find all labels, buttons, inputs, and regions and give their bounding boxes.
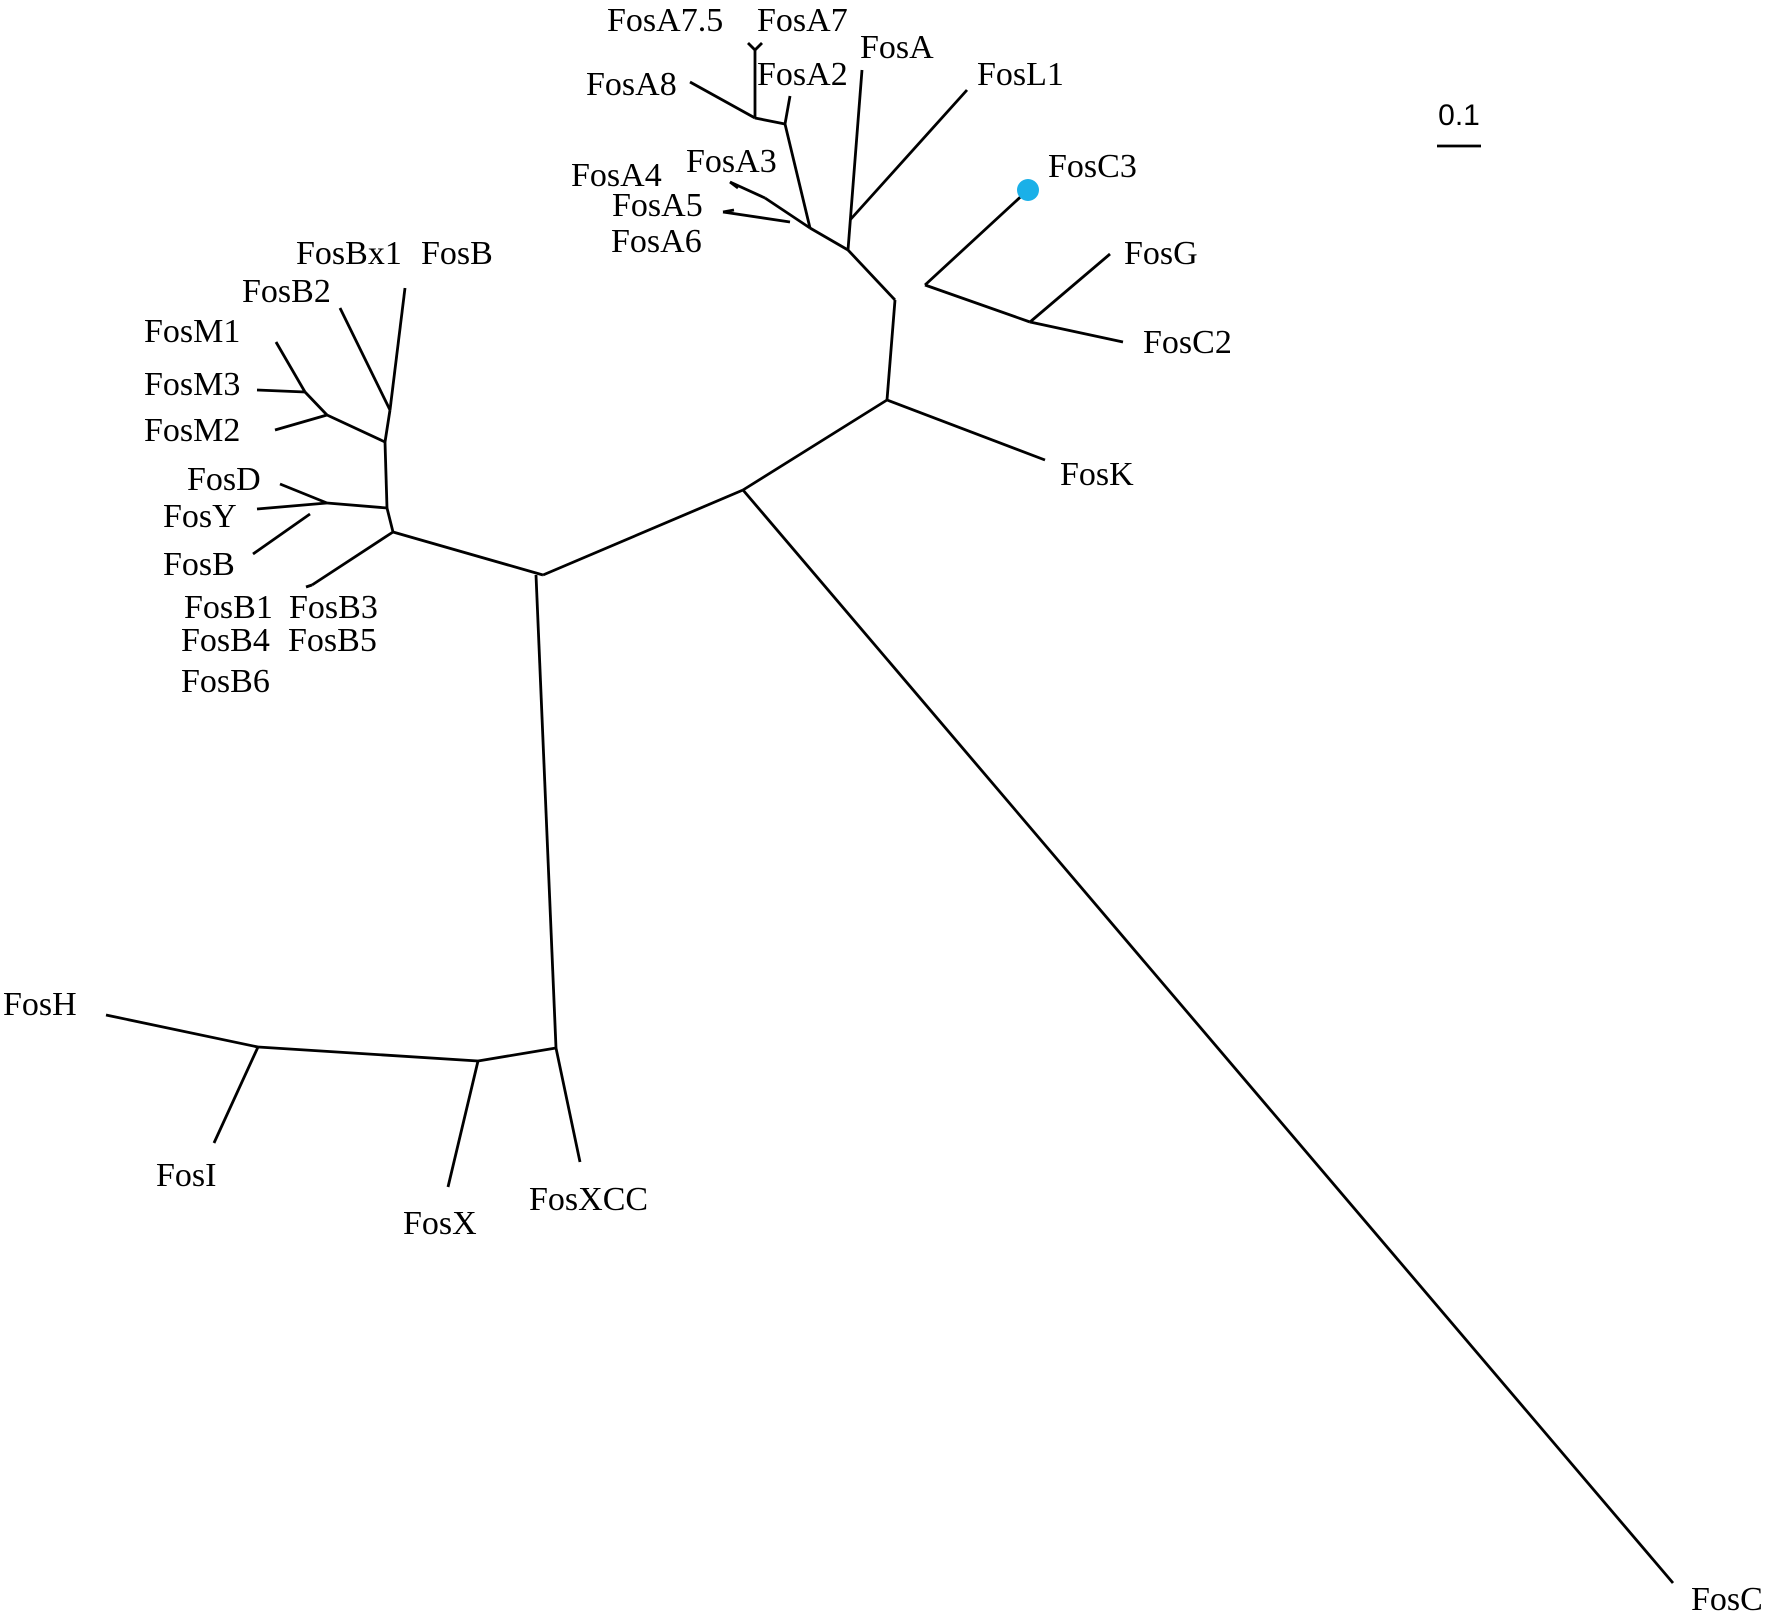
branch-fosm3 [256,388,306,394]
branch-backbone-2 [742,398,888,492]
branch-fosa7-tip-a [747,42,756,51]
leaf-label-fosb: FosB [163,546,235,583]
branch-fosb1-6 [311,530,394,587]
leaf-label-fosxcc: FosXCC [529,1181,648,1218]
leaf-label-fosy: FosY [163,498,237,535]
branch-fosc2 [1029,320,1124,344]
leaf-label-fosc: FosC [1691,1581,1763,1617]
leaf-label-fosb-top: FosB [421,235,493,272]
branch-fosa4 [729,180,739,190]
branch-fosxcc [554,1047,582,1163]
leaf-label-fosa4: FosA4 [571,157,662,194]
leaf-label-fosd: FosD [187,461,261,498]
leaf-label-fosa5: FosA5 [612,187,703,224]
branch-fosb [252,512,311,556]
branch-fosm1 [274,341,307,393]
branch-fosa3-group [764,196,811,230]
leaf-label-fosb1: FosB1 [184,589,273,626]
branch-foshi-group [257,1045,479,1063]
branch-fosd [279,482,328,505]
leaf-label-fosb4: FosB4 [181,622,270,659]
branch-fosi [212,1046,260,1144]
branch-fosx [446,1060,480,1188]
leaf-label-fosi: FosI [156,1157,216,1194]
branch-backbone-5 [809,226,849,252]
branch-fosb1-6-tip [305,583,313,589]
leaf-label-fosa6: FosA6 [611,223,702,260]
leaf-label-fosb5: FosB5 [288,622,377,659]
branch-fosh [105,1013,259,1049]
branch-fosa [846,69,864,251]
branch-fosk [886,398,1046,462]
branch-fosdyb-group [326,501,388,510]
scale-bar-label: 0.1 [1438,99,1480,132]
branch-fosa2 [783,95,792,125]
branch-fosgc2-group [924,283,1031,324]
branch-fosm1-3 [303,391,329,416]
branch-fosa7-tip-b [754,42,763,51]
leaf-label-fosa3: FosA3 [686,143,777,180]
branch-fosb-stem-2 [383,441,389,509]
branch-fosa8 [689,80,756,120]
highlight-dot-fosc3 [1017,179,1039,201]
leaf-label-fosa7: FosA7 [757,2,848,39]
branch-fosa5-6 [722,210,791,224]
branch-lower-stem [534,574,558,1049]
leaf-label-fosa7-5: FosA7.5 [607,2,723,39]
branch-fosb-stem-3 [383,409,392,443]
branch-fosb-stem-1 [385,507,395,533]
branch-fosy [256,501,328,511]
branch-fosa7-group [754,116,786,126]
leaf-label-fosk: FosK [1060,456,1134,493]
branch-fosa-inner [783,123,812,229]
branch-fosg [1029,252,1111,324]
branch-fosl1 [848,89,969,221]
leaf-label-fosb2: FosB2 [242,273,331,310]
leaf-label-fosl1: FosL1 [977,56,1064,93]
branch-fosc [741,489,1675,1584]
leaf-label-fosm3: FosM3 [144,366,240,403]
leaf-label-fosh: FosH [3,986,77,1023]
branch-fosb-group [392,530,544,577]
leaf-label-fosc2: FosC2 [1143,324,1232,361]
branch-fosb2 [338,307,392,411]
branch-fosm2 [274,413,328,432]
leaf-label-fosm1: FosM1 [144,313,240,350]
branch-backbone-4 [846,249,897,301]
leaf-label-fosg: FosG [1124,235,1198,272]
leaf-label-fosa8: FosA8 [586,66,677,103]
leaf-label-fosbx1: FosBx1 [296,235,402,272]
leaf-label-fosx: FosX [403,1205,477,1242]
leaf-label-fosa: FosA [860,29,934,66]
leaf-label-fosa2: FosA2 [757,56,848,93]
branch-fosbx1-fosb [388,287,407,411]
branch-fosm-group [326,413,386,444]
leaf-label-fosb3: FosB3 [289,589,378,626]
branch-lower-inner [477,1046,557,1063]
leaf-label-fosm2: FosM2 [144,412,240,449]
branch-backbone-3 [885,299,897,401]
branch-fosa5-tip [722,208,735,214]
leaf-label-fosb6: FosB6 [181,663,270,700]
leaf-label-fosc3: FosC3 [1048,148,1137,185]
branch-fosc3 [924,188,1029,287]
branch-backbone-1 [542,488,744,577]
